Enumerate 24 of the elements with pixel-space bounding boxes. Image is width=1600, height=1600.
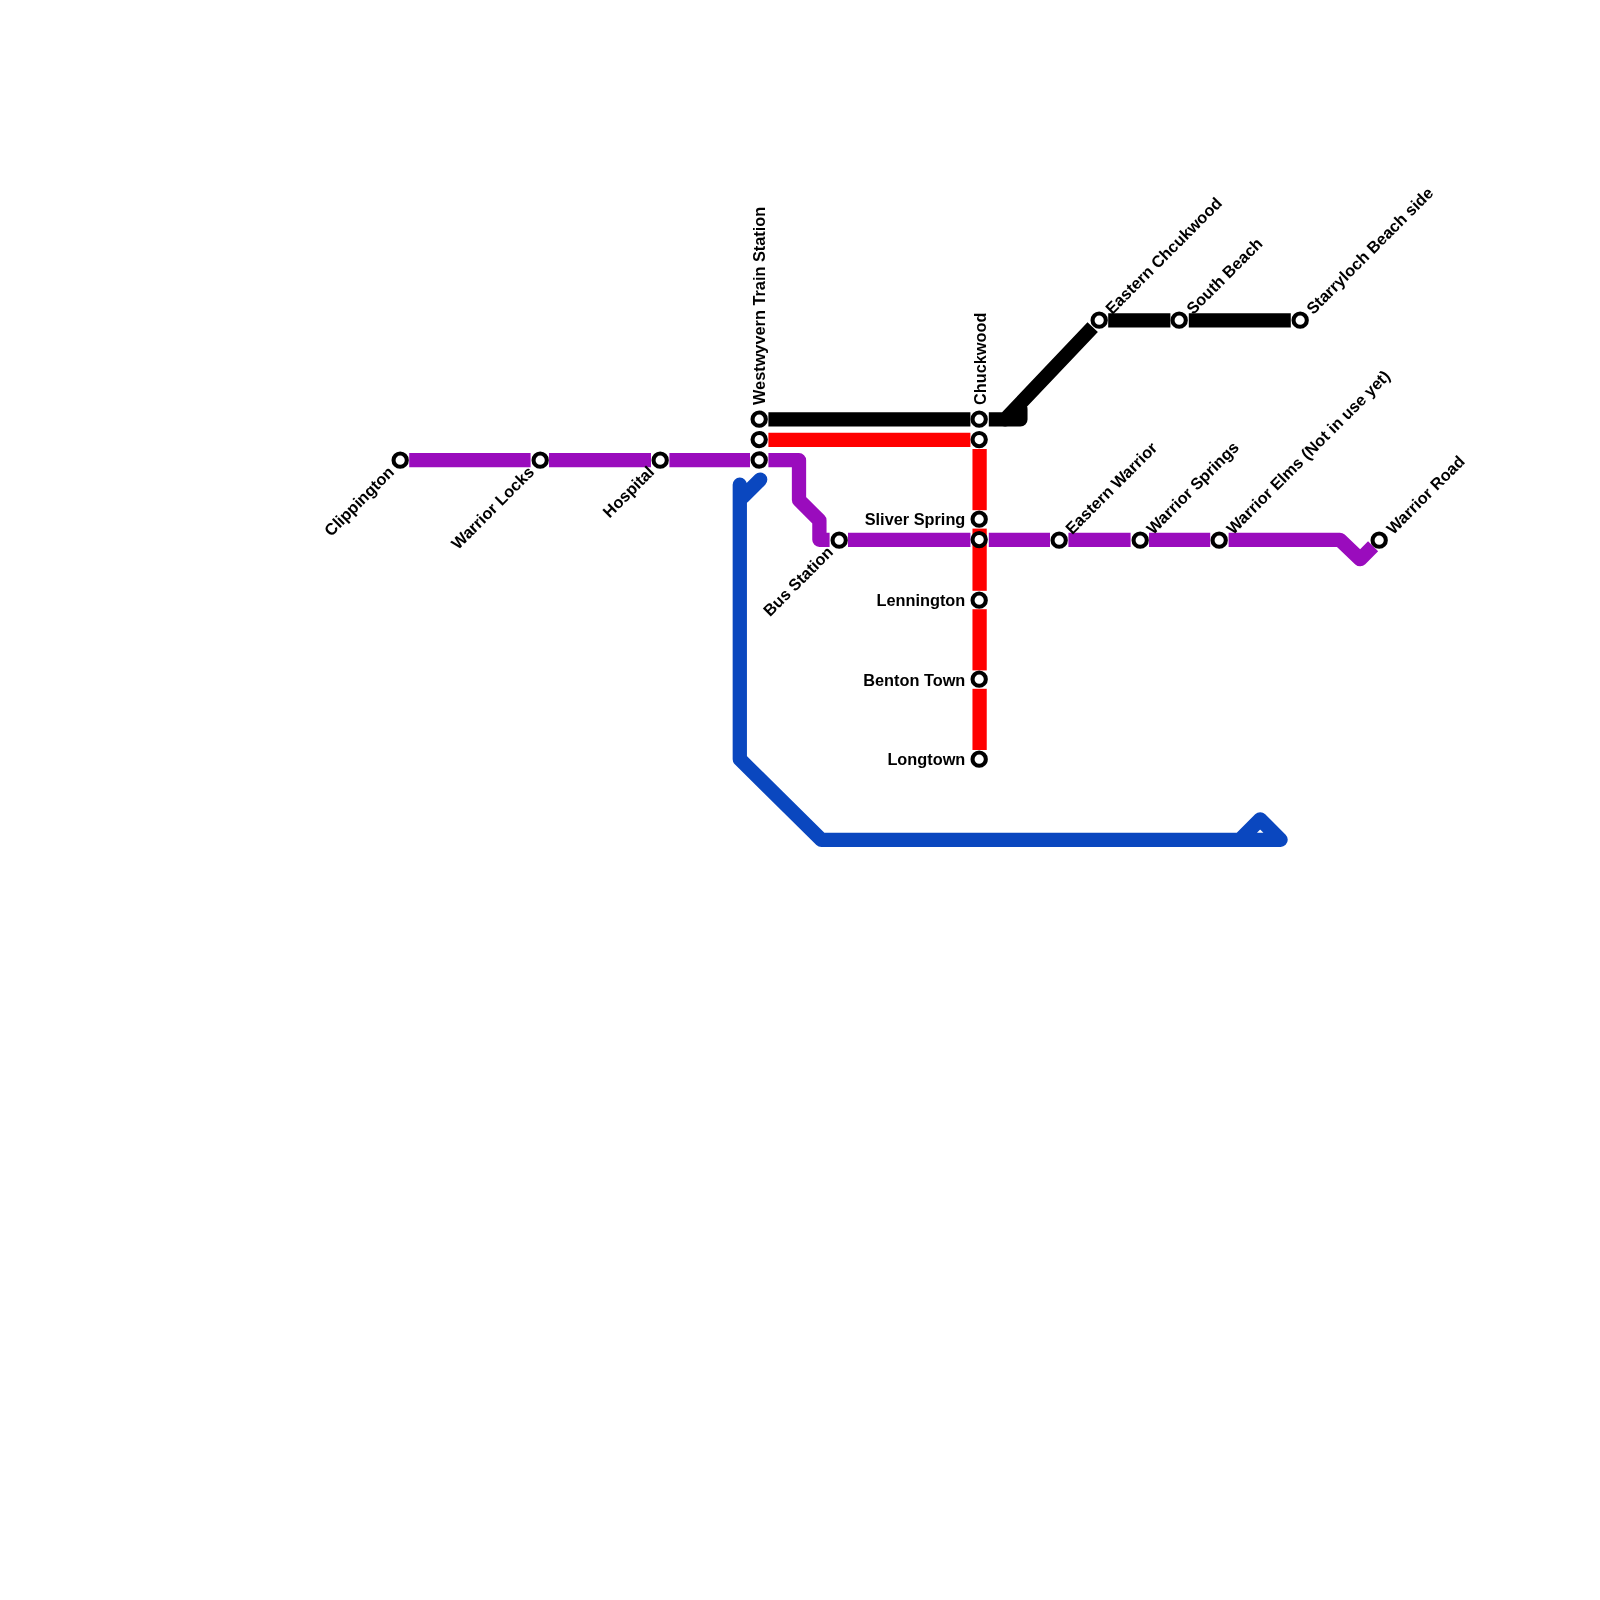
route-segment: [768, 453, 830, 547]
station-label: Sliver Spring: [864, 511, 966, 528]
route-segment: [669, 453, 750, 468]
route-segment: [1149, 532, 1211, 547]
route-segment: [972, 609, 987, 671]
station-label: Longtown: [887, 751, 966, 768]
station-label: Chuckwood: [971, 312, 988, 406]
route-segment: [768, 412, 971, 427]
route-segment: [409, 453, 531, 468]
route-segment: [988, 532, 1050, 547]
route-segment: [848, 532, 971, 547]
route-segment: [972, 688, 987, 750]
station-label: Westwyvern Train Station: [751, 206, 768, 406]
route-segment: [768, 432, 971, 447]
route-segment: [1228, 532, 1379, 567]
route-segment: [1188, 313, 1291, 328]
route-segment: [972, 528, 987, 591]
route-segment: [1068, 532, 1131, 547]
route-segment: [988, 322, 1098, 427]
station-label: Lennington: [876, 591, 966, 609]
route-segment: [549, 453, 651, 468]
station-label: Benton Town: [863, 671, 966, 688]
route-segment: [972, 449, 987, 511]
route-segment: [1108, 313, 1171, 328]
